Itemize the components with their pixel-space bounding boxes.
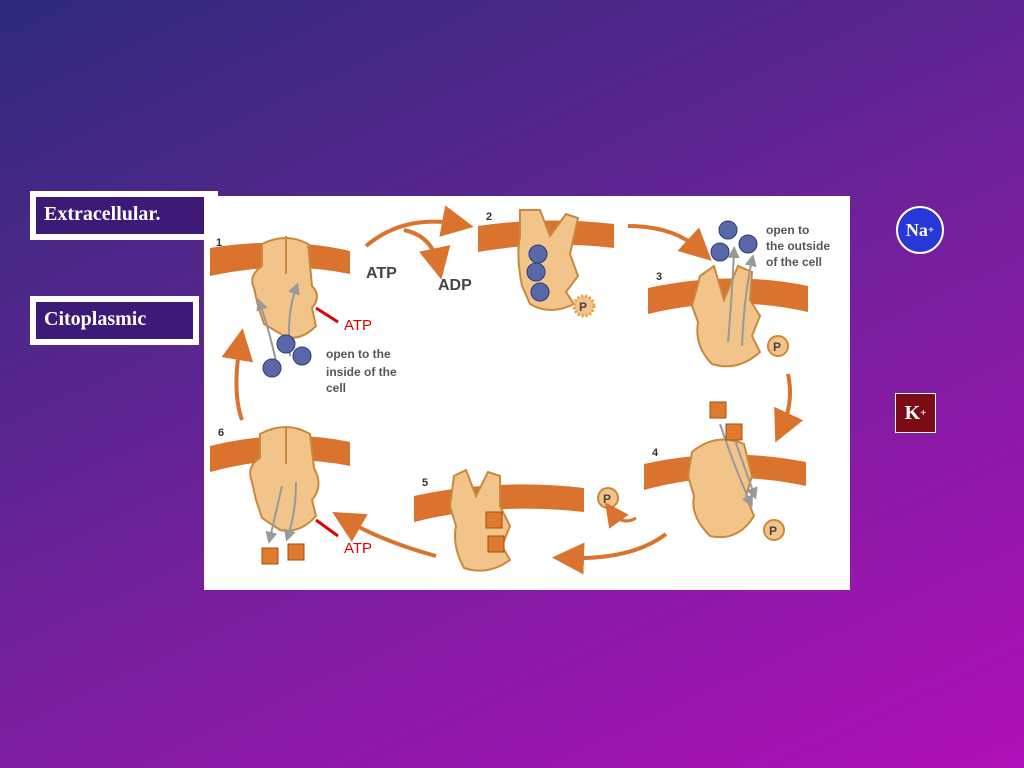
phosphate-label: P	[769, 524, 777, 538]
extracellular-label-box: Extracellular.	[30, 191, 218, 240]
phosphate-icon	[572, 294, 596, 318]
extracellular-label: Extracellular.	[36, 197, 212, 234]
citoplasmic-label-box: Citoplasmic	[30, 296, 199, 345]
na-ion	[710, 242, 730, 262]
sodium-potassium-pump-diagram: 1 open to the inside of the cell ATP ATP…	[204, 196, 850, 590]
k-legend-sup: +	[920, 407, 927, 419]
k-ion	[261, 547, 279, 565]
pump-protein	[686, 438, 756, 538]
stage-1: 1 open to the inside of the cell ATP	[210, 236, 397, 395]
stage-2: 2 P	[478, 209, 614, 318]
cycle-arrow	[774, 373, 804, 443]
na-ion	[276, 334, 296, 354]
atp-pointer-2	[315, 518, 339, 538]
phosphate-release-arrow	[605, 502, 637, 529]
pump-protein	[517, 209, 580, 311]
open-outside-line1: open to	[766, 223, 809, 237]
step-4-number: 4	[652, 447, 659, 459]
stage-3: 3 open to the outside of the cell P	[648, 220, 830, 368]
pump-protein	[251, 237, 318, 339]
na-ion	[526, 262, 546, 282]
step-5-number: 5	[422, 477, 428, 489]
adp-label: ADP	[438, 277, 472, 294]
atp-adp-transition: ATP ADP	[364, 205, 474, 294]
atp-pointer-1	[315, 306, 339, 324]
na-ion	[530, 282, 550, 302]
stage-6: 6 ATP	[210, 426, 372, 565]
step-6-number: 6	[218, 427, 224, 439]
atp-main-label: ATP	[366, 265, 397, 282]
na-ion	[738, 234, 758, 254]
pump-protein	[249, 426, 320, 532]
k-ion	[725, 423, 743, 441]
stage-4: 4 P P	[597, 401, 806, 541]
cycle-arrow	[221, 328, 254, 421]
citoplasmic-label: Citoplasmic	[36, 302, 193, 339]
na-ion	[528, 244, 548, 264]
open-inside-line3: cell	[326, 381, 346, 395]
open-inside-line1: open to the	[326, 347, 391, 361]
na-legend-sup: +	[927, 224, 935, 236]
stage-5: 5	[414, 468, 584, 572]
phosphate-icon	[767, 335, 789, 357]
cycle-arrow	[552, 532, 668, 575]
step-1-number: 1	[216, 237, 222, 249]
step-2-number: 2	[486, 211, 492, 223]
na-ion	[262, 358, 282, 378]
atp-label-1: ATP	[344, 317, 372, 334]
cycle-arrow	[332, 511, 437, 558]
open-outside-line3: of the cell	[766, 255, 822, 269]
step-3-number: 3	[656, 271, 662, 283]
open-outside-line2: the outside	[766, 239, 830, 253]
na-legend-text: Na	[905, 219, 928, 240]
cycle-arrow	[627, 224, 712, 261]
k-legend-icon: K+	[895, 393, 936, 433]
atp-label-2: ATP	[344, 540, 372, 557]
k-ion	[487, 535, 505, 553]
k-ion	[485, 511, 503, 529]
phosphate-label: P	[603, 492, 611, 506]
k-ion	[709, 401, 727, 419]
phosphate-label: P	[579, 300, 587, 314]
phosphate-icon	[763, 519, 785, 541]
na-ion	[292, 346, 312, 366]
phosphate-label: P	[773, 340, 781, 354]
open-inside-line2: inside of the	[326, 365, 397, 379]
k-legend-text: K	[904, 401, 921, 424]
na-legend-icon: Na+	[896, 206, 944, 254]
na-ion	[718, 220, 738, 240]
k-ion	[287, 543, 305, 561]
